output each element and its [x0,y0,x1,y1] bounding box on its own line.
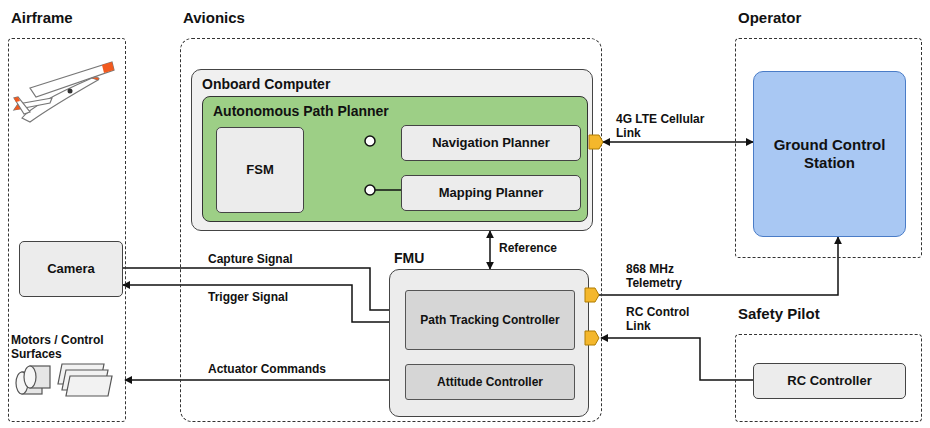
process-box: Autonomous Path PlannerFSM Navigation Pla… [202,96,588,222]
node-label: Motors / Control Surfaces [11,333,119,361]
connector [603,141,753,143]
node-label: Onboard Computer [202,76,330,92]
node-label: Attitude Controller [437,375,543,389]
node-label: Path Tracking Controller [420,313,559,327]
connector [123,268,405,310]
comm-port [585,288,599,302]
node-label: Airframe [11,9,73,26]
node-label: Navigation Planner [432,135,550,151]
actuator-icon [16,364,112,396]
edge-label: Reference [497,241,559,255]
switch-wire [375,189,401,191]
node-label: RC Controller [787,373,872,389]
switch-contact [365,185,375,195]
connector [599,237,838,295]
process-box: FMUPath Tracking ControllerAttitude Cont… [389,269,589,417]
group-frame: Safety PilotRC Controller [735,334,922,422]
process-box: Camera [19,241,123,297]
edge-label: Trigger Signal [206,290,290,304]
process-box: Attitude Controller [405,364,575,400]
process-box: Navigation Planner [401,125,581,161]
process-box: FSM [216,127,304,213]
group-frame: AirframeCameraMotors / Control Surfaces [8,38,126,422]
node-label: Safety Pilot [738,305,820,322]
comm-port [585,331,599,345]
edge-label: RC Control Link [624,305,700,333]
process-box: Mapping Planner [401,175,581,211]
connector [601,338,753,380]
edge-label: 4G LTE Cellular Link [614,112,718,140]
connector [125,379,405,381]
connector [123,285,405,322]
node-label: FSM [246,162,273,178]
comm-port [589,135,603,149]
process-box: Onboard ComputerAutonomous Path PlannerF… [191,69,593,231]
connector [489,231,491,269]
node-label: Ground Control Station [760,136,899,172]
node-label: Mapping Planner [439,185,544,201]
edge-label: Actuator Commands [206,362,328,376]
process-box: Motors / Control Surfaces [11,335,125,409]
airplane-illustration [14,62,114,122]
process-box: Path Tracking Controller [405,290,575,350]
edge-label: 868 MHz Telemetry [624,262,708,290]
node-label: Avionics [183,9,245,26]
node-label: Autonomous Path Planner [213,103,389,119]
node-label: Camera [47,261,95,277]
node-label: FMU [394,250,424,266]
edge-label: Capture Signal [206,252,295,266]
process-box: Ground Control Station [753,71,906,237]
node-label: Operator [738,9,801,26]
process-box: RC Controller [753,363,906,399]
switch-contact [365,136,375,146]
group-frame: OperatorGround Control Station [735,38,922,258]
